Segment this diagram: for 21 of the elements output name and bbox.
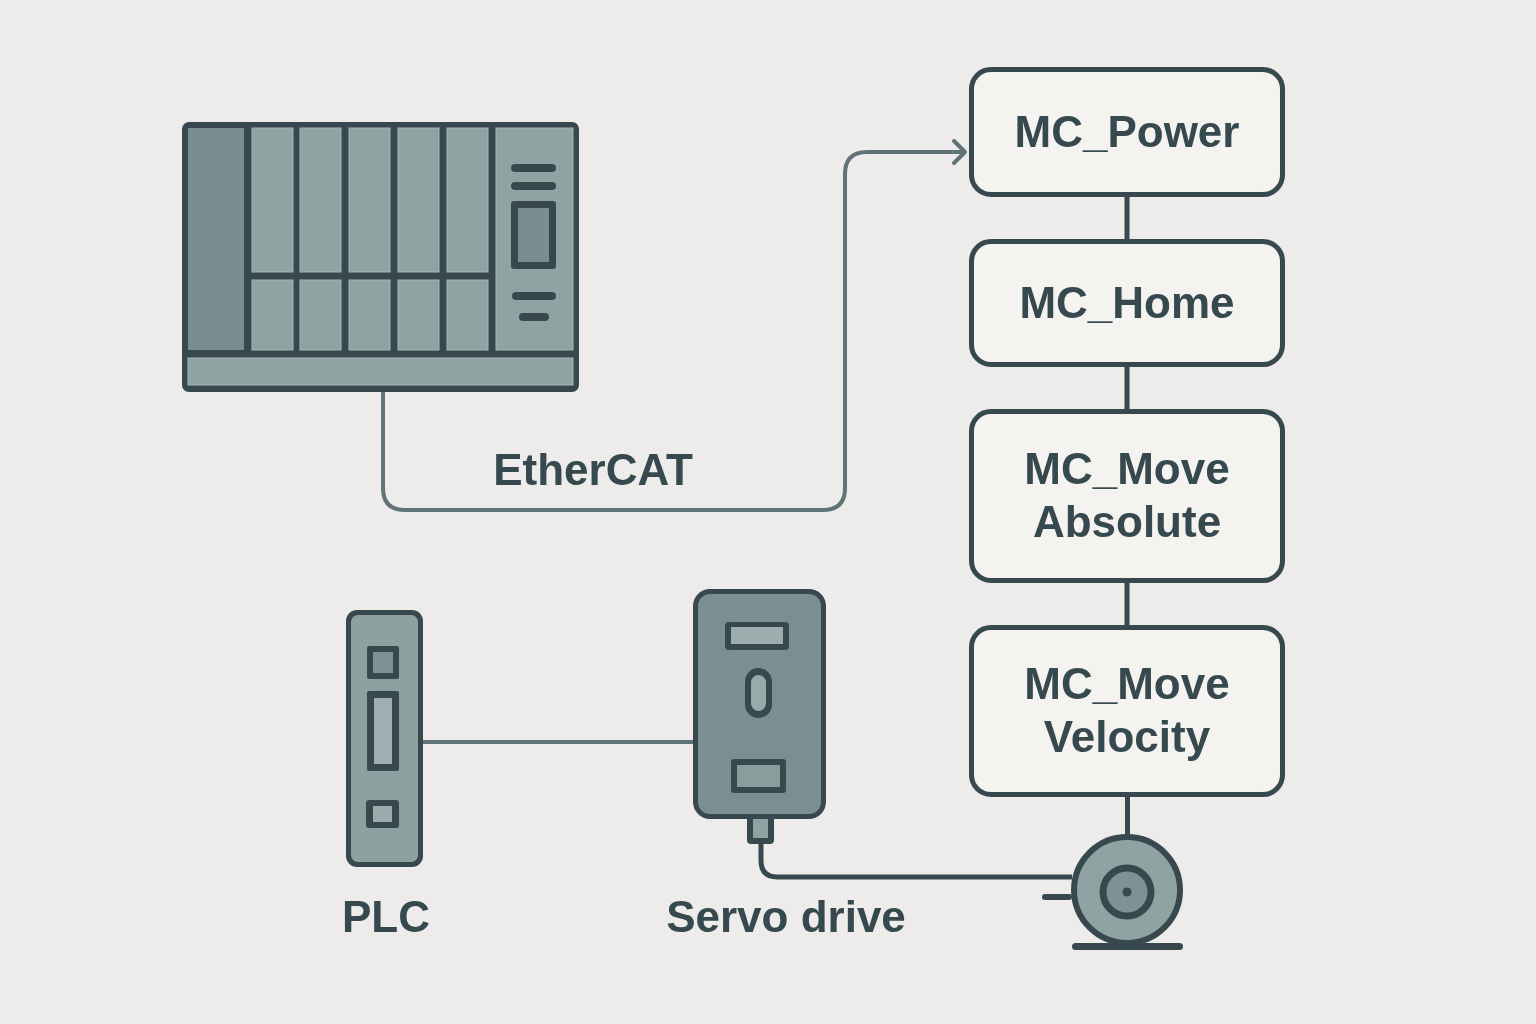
block-label: MC_Move Velocity [1023, 658, 1231, 763]
connector-line [1124, 583, 1130, 625]
device-label: PLC [342, 890, 430, 943]
connector-line [423, 740, 693, 744]
function-block-box [969, 409, 1285, 583]
connector-arrow [381, 139, 967, 512]
connector-line [1124, 367, 1130, 409]
function-block-box [969, 67, 1285, 197]
block-label: MC_Home [1019, 276, 1235, 329]
connector-line [758, 844, 1072, 880]
block-label: MC_Power [1014, 105, 1240, 158]
servo-drive-illustration [693, 589, 826, 844]
connector-line [1124, 197, 1130, 239]
rack-illustration [182, 122, 579, 392]
function-block-box [969, 625, 1285, 797]
function-block-box [969, 239, 1285, 367]
device-label: Servo drive [666, 890, 906, 943]
block-label: MC_Move Absolute [1023, 443, 1231, 548]
plc-device-illustration [346, 610, 423, 867]
motor-illustration [1069, 834, 1186, 951]
connector-line [1125, 797, 1130, 834]
